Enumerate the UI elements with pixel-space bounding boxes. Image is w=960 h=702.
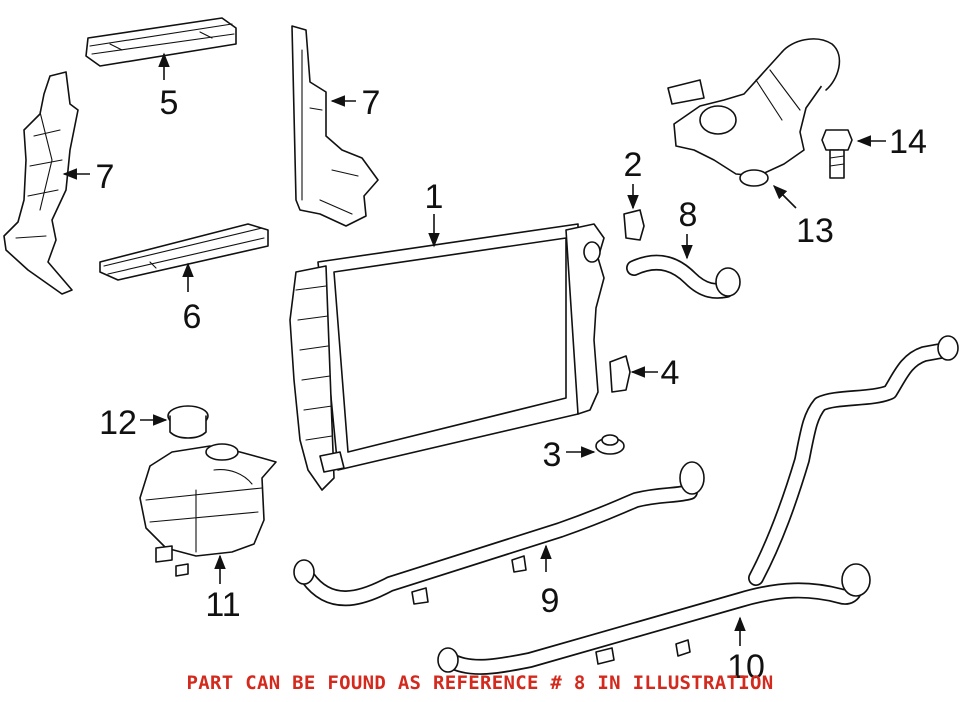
callout-4: 4	[661, 354, 680, 392]
thermostat-housing	[667, 38, 841, 187]
bolt	[821, 129, 853, 179]
callout-8: 8	[679, 196, 698, 234]
callout-2: 2	[624, 146, 643, 184]
callout-7-left: 7	[96, 158, 115, 196]
coolant-reservoir	[139, 443, 277, 577]
callout-5: 5	[160, 84, 179, 122]
clip	[623, 209, 645, 241]
side-air-seal-left	[3, 71, 79, 295]
callout-14: 14	[889, 123, 927, 161]
callout-7-center: 7	[362, 84, 381, 122]
reference-note: PART CAN BE FOUND AS REFERENCE # 8 IN IL…	[186, 672, 774, 694]
callout-10: 10	[727, 648, 765, 686]
callout-13: 13	[796, 212, 834, 250]
callout-12: 12	[99, 404, 137, 442]
upper-air-deflector	[85, 17, 237, 67]
heater-hose-assembly	[437, 335, 959, 675]
coolant-hose	[626, 254, 741, 299]
reservoir-cap	[167, 405, 209, 439]
side-air-seal-center	[291, 25, 379, 227]
grommet	[595, 434, 625, 455]
callout-11: 11	[205, 586, 240, 624]
bracket	[609, 355, 631, 393]
callout-9: 9	[541, 582, 560, 620]
leader-arrows	[62, 52, 886, 646]
lower-radiator-hose	[293, 461, 705, 607]
callout-1: 1	[425, 178, 444, 216]
lower-air-deflector	[99, 223, 269, 281]
radiator	[289, 223, 605, 491]
callout-6: 6	[183, 298, 202, 336]
callout-3: 3	[543, 436, 562, 474]
